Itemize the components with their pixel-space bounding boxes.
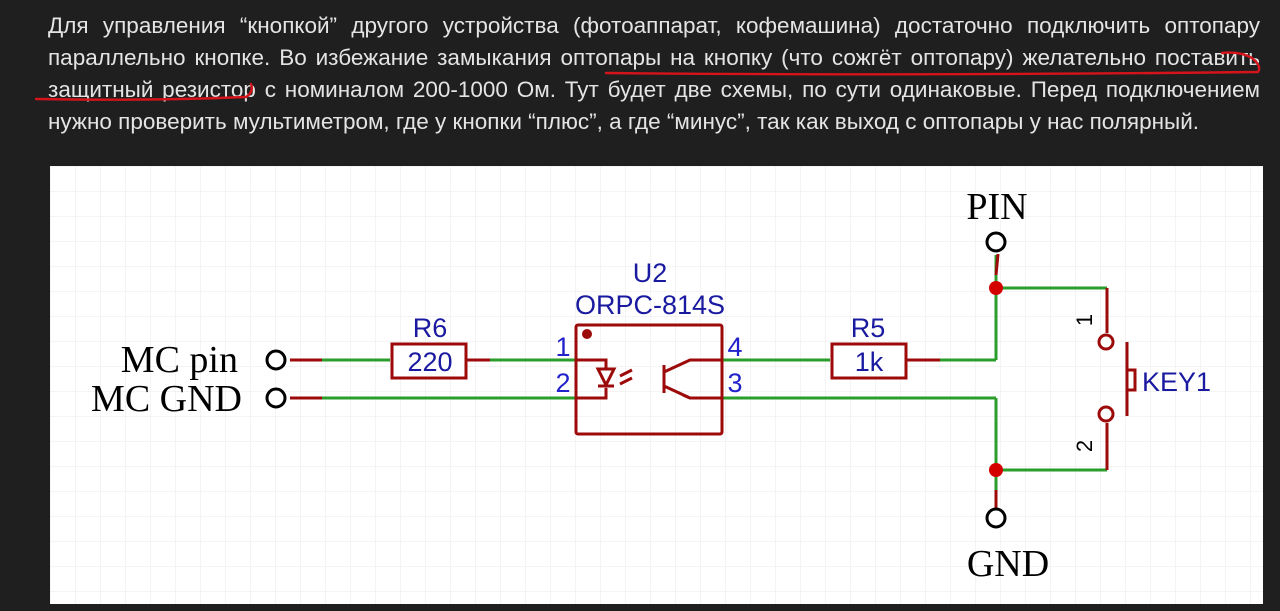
mc-pin-label: MC pin [121,339,238,381]
mc-gnd-terminal [265,387,287,409]
r6-label: R6 [413,313,448,343]
paragraph-text-1: Для управления “кнопкой” другого устройс… [48,13,1260,70]
u2-pin3: 3 [727,368,742,398]
key-pin2: 2 [1072,440,1097,452]
optocoupler-internals [575,358,722,400]
schematic-drawing: MC pin MC GND R6 220 U2 ORPC-814S 1 2 4 … [50,166,1263,604]
r6-value: 220 [407,347,452,377]
pin-net-label: PIN [966,186,1027,228]
junction-gnd [989,463,1003,477]
gnd-terminal [985,507,1007,529]
push-button-key1 [1097,333,1137,423]
u2-pin4: 4 [727,332,742,362]
mc-pin-terminal [265,349,287,371]
key-pin1: 1 [1072,314,1097,326]
u2-part: ORPC-814S [575,290,725,320]
component-leads [290,253,1109,508]
r5-label: R5 [851,313,886,343]
circuit-schematic: MC pin MC GND R6 220 U2 ORPC-814S 1 2 4 … [50,166,1263,604]
paragraph-highlight: Во избежание замыкания оптопары на кнопк… [279,45,1014,70]
grid-background [50,166,1263,604]
gnd-net-label: GND [967,543,1049,585]
r5-value: 1k [855,347,884,377]
junction-pin [989,281,1003,295]
pin-terminal [985,231,1007,253]
u2-label: U2 [633,258,668,288]
optocoupler-u2 [574,323,724,436]
resistor-r6 [390,342,468,380]
pin1-marker [582,329,592,339]
u2-pin2: 2 [555,368,570,398]
description-paragraph: Для управления “кнопкой” другого устройс… [48,10,1260,138]
u2-pin1: 1 [555,332,570,362]
mc-gnd-label: MC GND [91,378,242,420]
key1-label: KEY1 [1142,367,1211,397]
